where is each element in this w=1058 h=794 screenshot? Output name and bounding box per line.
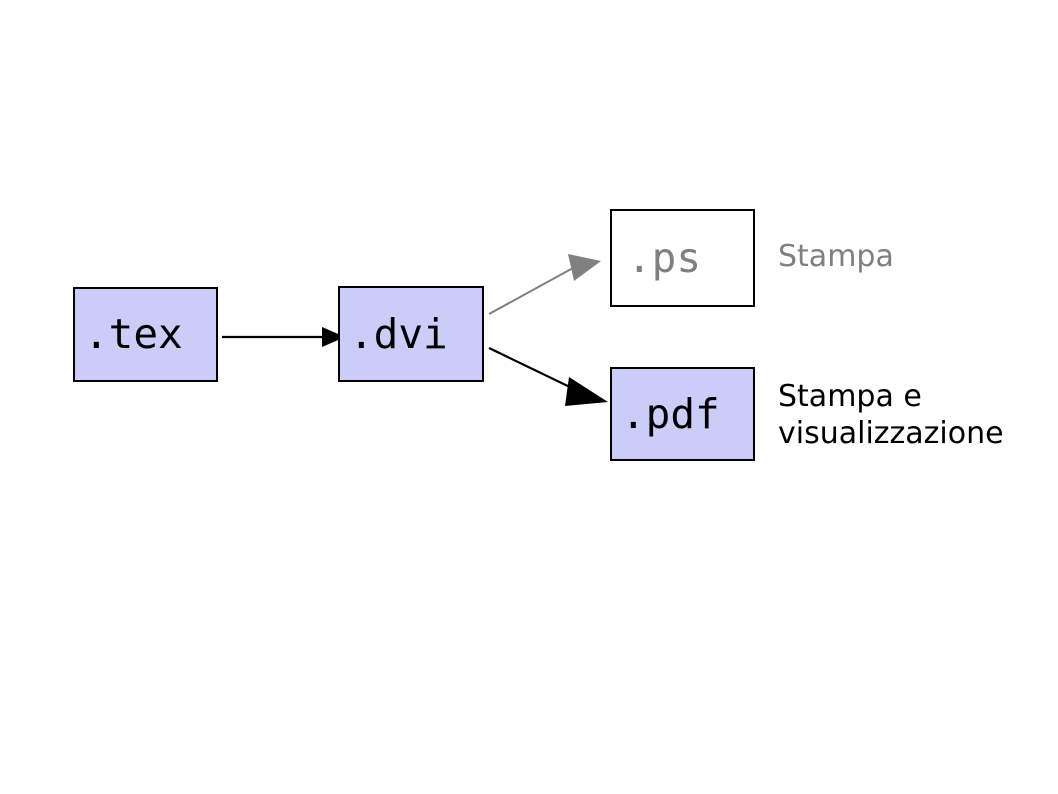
- node-pdf[interactable]: .pdf: [610, 367, 755, 461]
- caption-pdf: Stampa e visualizzazione: [778, 379, 1004, 451]
- edge-dvi-to-ps: [488, 254, 601, 315]
- node-ps[interactable]: .ps: [610, 209, 755, 307]
- caption-ps: Stampa: [778, 239, 894, 274]
- edge-tex-to-dvi: [222, 327, 345, 347]
- node-dvi[interactable]: .dvi: [338, 286, 484, 382]
- node-tex[interactable]: .tex: [73, 287, 218, 382]
- edge-dvi-to-pdf: [488, 347, 608, 406]
